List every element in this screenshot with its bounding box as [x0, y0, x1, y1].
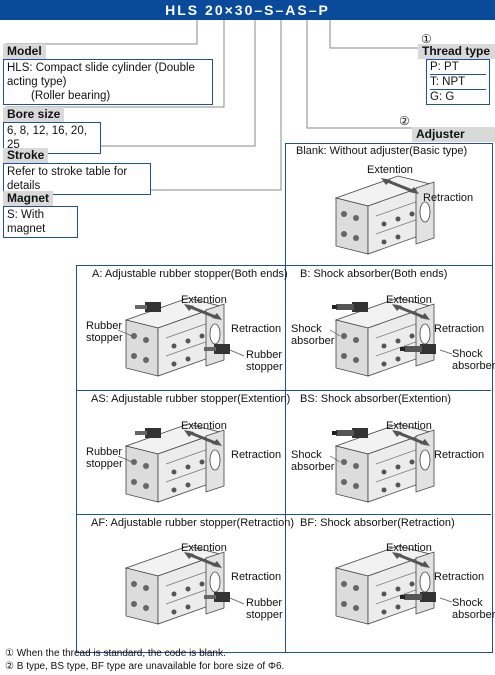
panel-bs-retraction: Retraction — [434, 449, 485, 461]
panel-as-extention: Extention — [181, 420, 227, 432]
model-code-title: HLS 20×30–S–AS–P — [165, 2, 330, 18]
panel-af-retraction: Retraction — [231, 571, 282, 583]
panel-bs-title: BS: Shock absorber(Extention) — [300, 393, 452, 405]
thread-marker: ① — [421, 32, 432, 46]
thread-item: T: NPT — [430, 75, 486, 90]
panel-a-extention: Extention — [181, 294, 227, 306]
magnet-label: Magnet — [3, 191, 53, 206]
bore-size-label: Bore size — [3, 107, 65, 122]
model-label: Model — [3, 44, 46, 59]
panel-af-title: AF: Adjustable rubber stopper(Retraction… — [91, 517, 294, 529]
model-line-2: (Roller bearing) — [31, 90, 111, 102]
panel-a-retraction: Retraction — [231, 323, 282, 335]
blank-extention-label: Extention — [367, 164, 413, 176]
title-bar — [0, 0, 495, 20]
footnote-1: ① When the thread is standard, the code … — [5, 648, 226, 659]
panel-bs-extention: Extention — [386, 420, 432, 432]
grid-divider-h1 — [76, 390, 491, 391]
thread-item: P: PT — [430, 60, 486, 75]
thread-item: G: G — [430, 91, 455, 103]
stroke-label: Stroke — [3, 148, 49, 163]
panel-bf-retraction: Retraction — [434, 571, 485, 583]
panel-as-title: AS: Adjustable rubber stopper(Extention) — [91, 393, 291, 405]
grid-divider-h2 — [76, 514, 491, 515]
panel-b-extention: Extention — [386, 294, 432, 306]
stroke-value: Refer to stroke table for details — [3, 163, 151, 195]
panel-b-retraction: Retraction — [434, 323, 485, 335]
magnet-value: S: With magnet — [3, 206, 78, 238]
panel-a-title: A: Adjustable rubber stopper(Both ends) — [92, 268, 288, 280]
blank-retraction-label: Retraction — [423, 192, 474, 204]
grid-divider-v — [285, 265, 286, 652]
panel-as-retraction: Retraction — [231, 449, 282, 461]
thread-type-label: Thread type — [418, 44, 495, 59]
panel-blank-title: Blank: Without adjuster(Basic type) — [296, 145, 468, 157]
panel-b-title: B: Shock absorber(Both ends) — [300, 268, 448, 280]
panel-bf-extention: Extention — [386, 542, 432, 554]
panel-af-extention: Extention — [181, 542, 227, 554]
footnote-2: ② B type, BS type, BF type are unavailab… — [5, 661, 285, 672]
model-box: HLS: Compact slide cylinder (Double acti… — [3, 59, 213, 105]
thread-type-list: P: PT T: NPT G: G — [426, 59, 490, 105]
panel-bf-title: BF: Shock absorber(Retraction) — [300, 517, 455, 529]
adjuster-marker: ② — [399, 114, 410, 128]
model-line-1: HLS: Compact slide cylinder (Double acti… — [7, 62, 195, 88]
